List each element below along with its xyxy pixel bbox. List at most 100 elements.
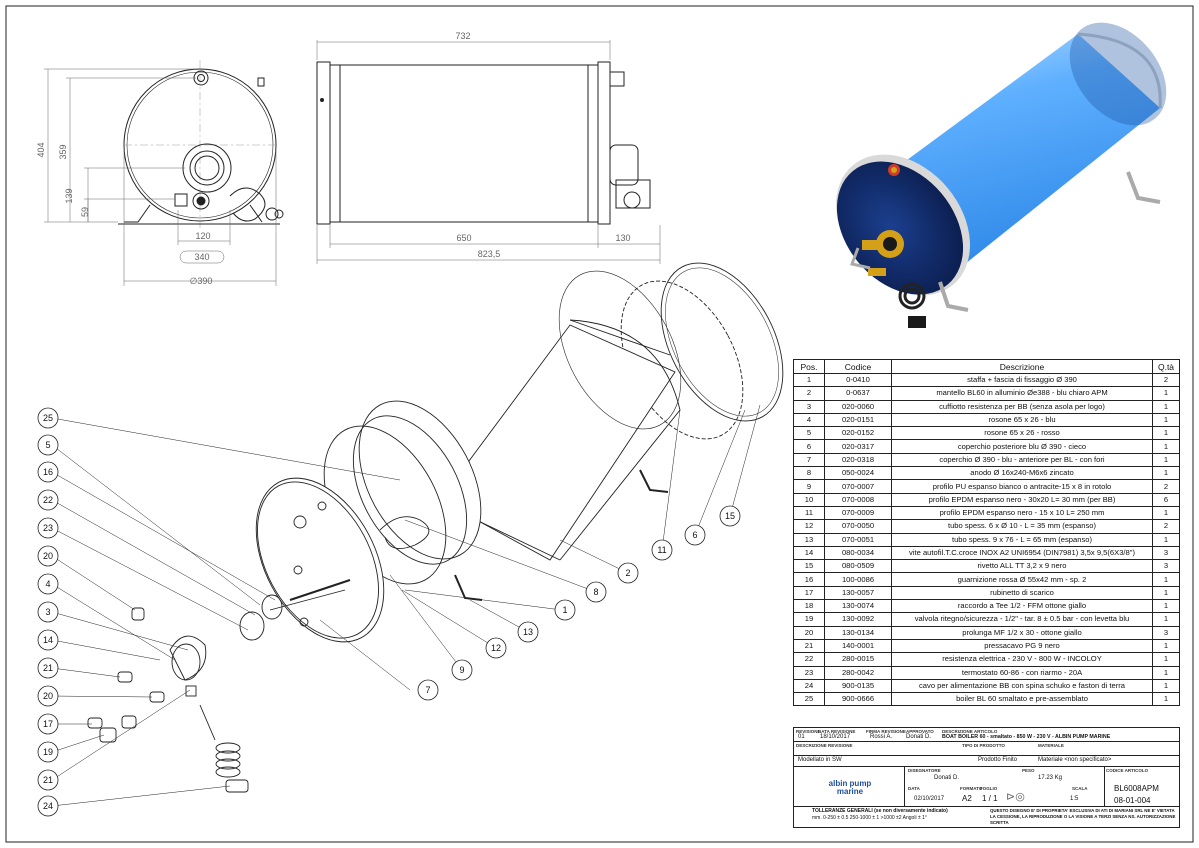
bom-cell-qty: 1 xyxy=(1152,386,1180,401)
bom-cell-qty: 1 xyxy=(1152,466,1180,481)
boiler-3d-render xyxy=(836,22,1167,328)
lbl-sheet: FOGLIO xyxy=(980,786,998,791)
bom-col-code: Codice xyxy=(824,359,892,374)
lbl-article-code: CODICE ARTICOLO xyxy=(1106,768,1149,773)
exploded-view xyxy=(87,262,784,793)
bom-cell-code: 130-0092 xyxy=(824,612,892,627)
bom-col-desc: Descrizione xyxy=(891,359,1153,374)
bom-col-qty: Q.tà xyxy=(1152,359,1180,374)
bom-cell-qty: 2 xyxy=(1152,479,1180,494)
callout-label: 6 xyxy=(692,530,697,540)
bom-cell-code: 130-0074 xyxy=(824,599,892,614)
dim-732: 732 xyxy=(455,31,470,41)
dim-120: 120 xyxy=(195,231,210,241)
bom-cell-code: 080-0034 xyxy=(824,545,892,561)
lbl-material: MATERIALE xyxy=(1038,743,1064,748)
callout-label: 25 xyxy=(43,413,53,423)
bom-cell-pos: 20 xyxy=(793,625,825,640)
callout-label: 11 xyxy=(657,545,666,555)
revision-date: 18/10/2017 xyxy=(820,734,851,740)
scale: 1:5 xyxy=(1070,796,1079,802)
article-description: BOAT BOILER 60 - smaltato - 850 W - 230 … xyxy=(942,734,1111,740)
lbl-scale: SCALA xyxy=(1072,786,1088,791)
bom-cell-desc: pressacavo PG 9 nero xyxy=(891,638,1153,654)
bom-cell-pos: 1 xyxy=(793,372,825,388)
callout-label: 8 xyxy=(593,587,598,597)
dim-130: 130 xyxy=(615,233,630,243)
ownership-notice: QUESTO DISEGNO E' DI PROPRIETA' ESCLUSIV… xyxy=(990,808,1176,825)
bom-cell-pos: 11 xyxy=(793,505,825,521)
side-dimensions xyxy=(316,40,661,264)
dim-650: 650 xyxy=(456,233,471,243)
bom-cell-code: 0-0637 xyxy=(824,386,892,401)
bom-cell-qty: 1 xyxy=(1152,665,1180,680)
lbl-article-desc: DESCRIZIONE ARTICOLO xyxy=(942,729,998,734)
callout-label: 13 xyxy=(523,627,533,637)
bom-cell-desc: rubinetto di scarico xyxy=(891,585,1153,601)
callout-label: 16 xyxy=(43,467,53,477)
bom-cell-pos: 25 xyxy=(793,692,825,707)
bom-cell-code: 130-0134 xyxy=(824,625,892,640)
bom-cell-code: 020-0151 xyxy=(824,412,892,428)
bom-cell-pos: 16 xyxy=(793,572,825,587)
bom-cell-desc: vite autofil.T.C.croce INOX A2 UNI6954 (… xyxy=(891,545,1153,561)
bom-cell-qty: 1 xyxy=(1152,505,1180,521)
bom-cell-desc: guarnizione rossa Ø 55x42 mm - sp. 2 xyxy=(891,572,1153,587)
dim-139: 139 xyxy=(64,188,74,203)
bom-cell-pos: 2 xyxy=(793,386,825,401)
bom-cell-qty: 1 xyxy=(1152,678,1180,694)
bom-cell-qty: 1 xyxy=(1152,439,1180,454)
bom-cell-pos: 24 xyxy=(793,678,825,694)
callout-label: 3 xyxy=(45,607,50,617)
bom-cell-qty: 1 xyxy=(1152,599,1180,614)
product-type: Prodotto Finito xyxy=(978,757,1018,763)
bom-cell-desc: resistenza elettrica - 230 V - 800 W - I… xyxy=(891,652,1153,667)
bom-cell-pos: 18 xyxy=(793,599,825,614)
lbl-designer: DISEGNATORE xyxy=(908,768,941,773)
callout-label: 4 xyxy=(45,579,50,589)
callout-label: 22 xyxy=(43,495,53,505)
side-view xyxy=(316,61,651,225)
lbl-weight: PESO xyxy=(1022,768,1035,773)
bom-cell-pos: 22 xyxy=(793,652,825,667)
drawing-number: 08-01-004 xyxy=(1114,796,1151,805)
bom-cell-pos: 13 xyxy=(793,532,825,547)
tolerances-title: TOLLERANZE GENERALI (se non diversamente… xyxy=(812,808,948,814)
callout-label: 7 xyxy=(425,685,430,695)
callout-label: 5 xyxy=(45,440,50,450)
bom-cell-qty: 3 xyxy=(1152,625,1180,640)
bom-cell-code: 900-0135 xyxy=(824,678,892,694)
bom-cell-desc: cavo per alimentazione BB con spina schu… xyxy=(891,678,1153,694)
bom-cell-pos: 7 xyxy=(793,452,825,468)
bom-cell-desc: coperchio posteriore blu Ø 390 - cieco xyxy=(891,439,1153,454)
bom-cell-qty: 1 xyxy=(1152,412,1180,428)
bom-cell-qty: 3 xyxy=(1152,559,1180,574)
bom-cell-code: 070-0008 xyxy=(824,492,892,507)
lbl-date: DATA xyxy=(908,786,920,791)
lbl-revision-sign: FIRMA REVISIONE xyxy=(866,729,906,734)
bom-cell-qty: 1 xyxy=(1152,399,1180,414)
bom-cell-desc: anodo Ø 16x240-M6x6 zincato xyxy=(891,466,1153,481)
tolerances-values: mm. 0-250 ± 0.5 250-1000 ± 1 >1000 ±2 An… xyxy=(812,815,927,821)
lbl-approved: APPROVATO xyxy=(906,729,934,734)
lbl-revision: REVISIONE xyxy=(796,729,821,734)
bom-cell-qty: 1 xyxy=(1152,612,1180,627)
logo-line2: marine xyxy=(836,787,864,796)
bom-cell-code: 080-0509 xyxy=(824,559,892,574)
bom-cell-desc: boiler BL 60 smaltato e pre-assemblato xyxy=(891,692,1153,707)
bom-cell-code: 020-0060 xyxy=(824,399,892,414)
bom-cell-desc: termostato 60-86 - con riarmo - 20A xyxy=(891,665,1153,680)
bom-cell-desc: rosone 65 x 26 - rosso xyxy=(891,426,1153,441)
bom-cell-pos: 12 xyxy=(793,519,825,534)
